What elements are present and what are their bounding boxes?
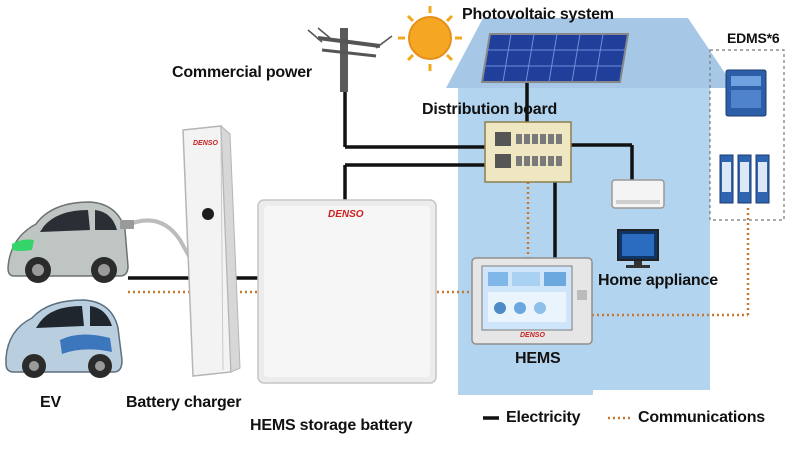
edms-label: EDMS*6 — [727, 30, 780, 46]
sun-icon — [398, 6, 462, 71]
charging-cable — [124, 218, 198, 270]
battery-charger-icon — [182, 124, 241, 377]
storage-battery-label: HEMS storage battery — [250, 417, 413, 434]
ev-car-icon — [5, 299, 123, 378]
storage-battery-icon — [257, 199, 437, 384]
ev-label: EV — [40, 394, 61, 411]
hems-brand-label: DENSO — [520, 332, 545, 339]
battery-brand-label: DENSO — [328, 209, 364, 220]
solar-panel-icon — [480, 33, 630, 83]
edms-box — [709, 49, 785, 221]
distribution-board-icon — [484, 121, 572, 183]
photovoltaic-label: Photovoltaic system — [462, 6, 614, 23]
distribution-board-label: Distribution board — [422, 101, 558, 118]
ev-car-icon — [7, 201, 129, 283]
utility-pole-icon — [307, 27, 393, 92]
edms-server-icon — [719, 69, 770, 204]
charging-plug — [120, 220, 134, 229]
hems-label: HEMS — [515, 350, 561, 367]
legend-communications-label: Communications — [638, 409, 765, 426]
tv-icon — [617, 229, 659, 268]
charger-brand-label: DENSO — [193, 140, 218, 147]
legend-electricity-label: Electricity — [506, 409, 581, 426]
air-conditioner-icon — [611, 179, 665, 209]
home-appliance-label: Home appliance — [598, 272, 718, 289]
hems-panel-icon — [471, 257, 593, 345]
battery-charger-label: Battery charger — [126, 394, 242, 411]
commercial-power-label: Commercial power — [172, 64, 312, 81]
